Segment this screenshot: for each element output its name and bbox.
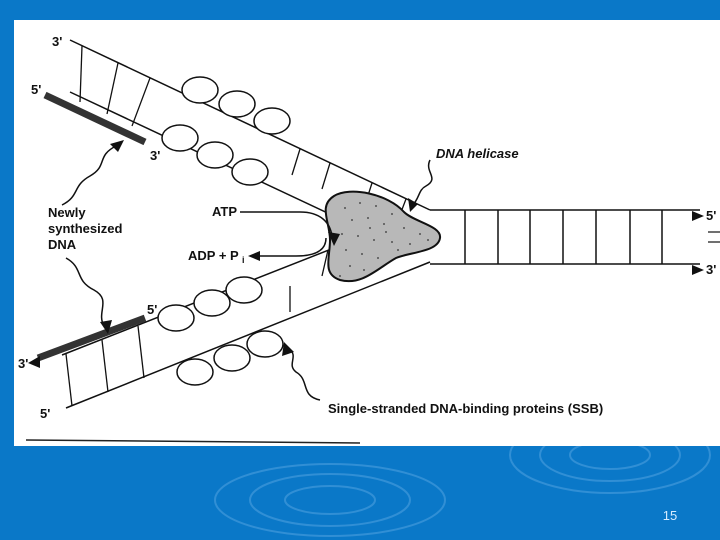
- ssb-oval: [225, 276, 263, 304]
- label-right-3: 3': [706, 262, 716, 277]
- label-bottom-left-5: 5': [40, 406, 50, 421]
- label-newly-line1: Newly: [48, 205, 86, 220]
- ssb-oval: [157, 304, 195, 332]
- top-ssb-proteins: [161, 76, 291, 186]
- page-number: 15: [662, 508, 678, 523]
- label-adp-subscript: i: [242, 255, 245, 265]
- label-adp: ADP + P: [188, 248, 239, 263]
- label-atp: ATP: [212, 204, 237, 219]
- ssb-oval: [231, 158, 269, 186]
- right-end-ticks: [708, 231, 720, 243]
- label-bottom-left-3: 3': [18, 356, 28, 371]
- label-ssb: Single-stranded DNA-binding proteins (SS…: [328, 401, 603, 416]
- ssb-oval: [181, 76, 219, 104]
- bottom-new-dna-strand: [36, 314, 147, 362]
- parental-double-helix: [430, 209, 700, 265]
- top-new-dna-strand: [43, 91, 147, 146]
- ssb-oval: [213, 344, 251, 372]
- panel-bottom-rule: [25, 439, 361, 444]
- label-newly-line2: synthesized: [48, 221, 122, 236]
- annotation-arrows: [61, 145, 433, 401]
- helicase-stipple: [339, 202, 429, 277]
- ssb-oval: [218, 90, 256, 118]
- label-right-5: 5': [706, 208, 716, 223]
- ssb-oval: [246, 330, 284, 358]
- label-top-left-3: 3': [52, 34, 62, 49]
- label-top-left-5: 5': [31, 82, 41, 97]
- ssb-oval: [193, 289, 231, 317]
- label-top-new-3: 3': [150, 148, 160, 163]
- ssb-oval: [253, 107, 291, 135]
- label-newly-line3: DNA: [48, 237, 77, 252]
- label-bottom-new-5: 5': [147, 302, 157, 317]
- ssb-oval: [176, 358, 214, 386]
- ssb-oval: [196, 141, 234, 169]
- top-base-pairs: [79, 45, 407, 221]
- ssb-oval: [161, 124, 199, 152]
- bottom-ssb-proteins: [157, 276, 284, 386]
- dna-helicase-shape: [324, 190, 441, 283]
- label-dna-helicase: DNA helicase: [436, 146, 519, 161]
